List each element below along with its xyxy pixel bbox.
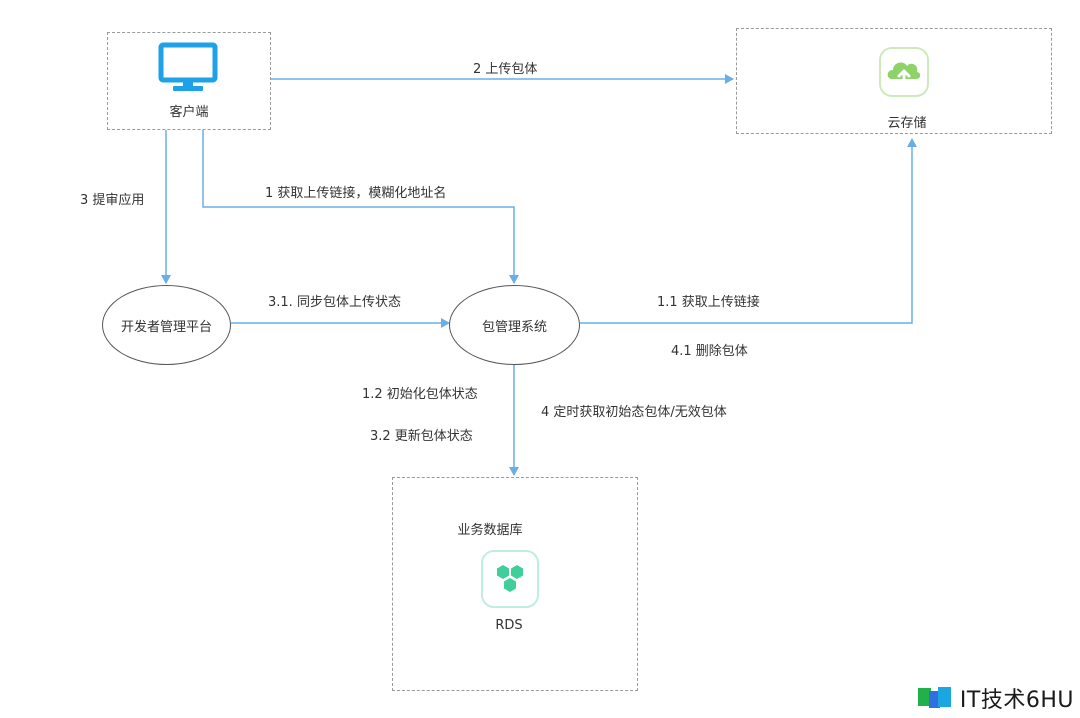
edge-label-delete-package: 4.1 删除包体 xyxy=(671,344,748,359)
edge-label-init-status: 1.2 初始化包体状态 xyxy=(362,387,478,402)
client-box xyxy=(107,32,271,130)
business-db-box xyxy=(392,477,638,691)
cloud-storage-label: 云存储 xyxy=(887,116,927,131)
monitor-icon xyxy=(158,42,218,91)
cloud-upload-icon xyxy=(879,47,929,97)
edge-label-sync-upload-status: 3.1. 同步包体上传状态 xyxy=(268,295,401,310)
watermark-text: IT技术6HU xyxy=(959,688,1074,713)
brand-logo-icon xyxy=(917,687,951,708)
dev-platform-label: 开发者管理平台 xyxy=(120,319,212,335)
edge-label-update-status: 3.2 更新包体状态 xyxy=(370,429,473,444)
client-label: 客户端 xyxy=(169,105,209,120)
cloud-storage-box xyxy=(736,28,1052,134)
pkg-system-label: 包管理系统 xyxy=(481,319,547,335)
business-db-label: 业务数据库 xyxy=(457,523,523,538)
edge-label-get-upload-link-blur: 1 获取上传链接，模糊化地址名 xyxy=(265,186,447,201)
edge-label-submit-app: 3 提审应用 xyxy=(80,193,145,208)
edge-get-upload-link xyxy=(580,138,917,324)
rds-hexagon-icon xyxy=(481,550,539,608)
dev-platform-node: 开发者管理平台 xyxy=(102,285,231,365)
pkg-system-node: 包管理系统 xyxy=(449,285,580,365)
watermark: IT技术6HU xyxy=(917,682,1074,714)
business-db-sublabel: RDS xyxy=(495,618,523,633)
edge-label-timed-fetch: 4 定时获取初始态包体/无效包体 xyxy=(541,405,727,420)
edge-get-upload-link-blur xyxy=(202,130,519,284)
edge-label-upload-package: 2 上传包体 xyxy=(473,62,538,77)
edge-label-get-upload-link: 1.1 获取上传链接 xyxy=(657,295,760,310)
